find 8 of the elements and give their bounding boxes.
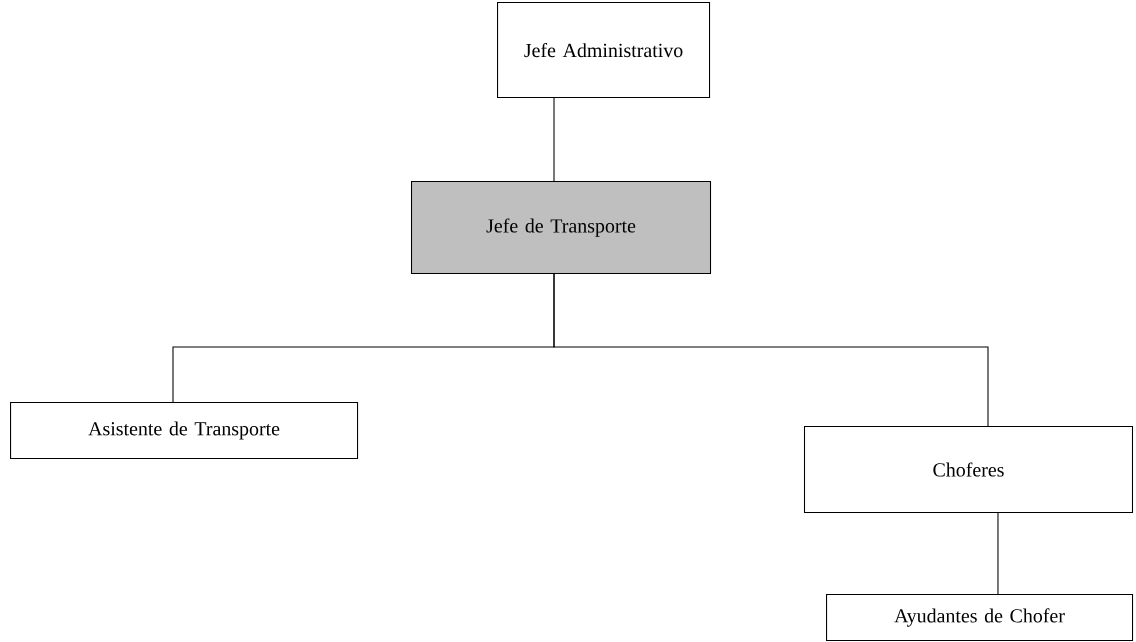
connector-line [553, 273, 989, 427]
org-box: Jefe de Transporte [411, 181, 712, 275]
org-box: Jefe Administrativo [497, 2, 711, 99]
connector-line [553, 97, 555, 182]
connector-line [997, 512, 999, 595]
org-box: Ayudantes de Chofer [826, 594, 1134, 642]
org-box: Choferes [804, 426, 1133, 514]
org-box: Asistente de Transporte [10, 402, 359, 460]
